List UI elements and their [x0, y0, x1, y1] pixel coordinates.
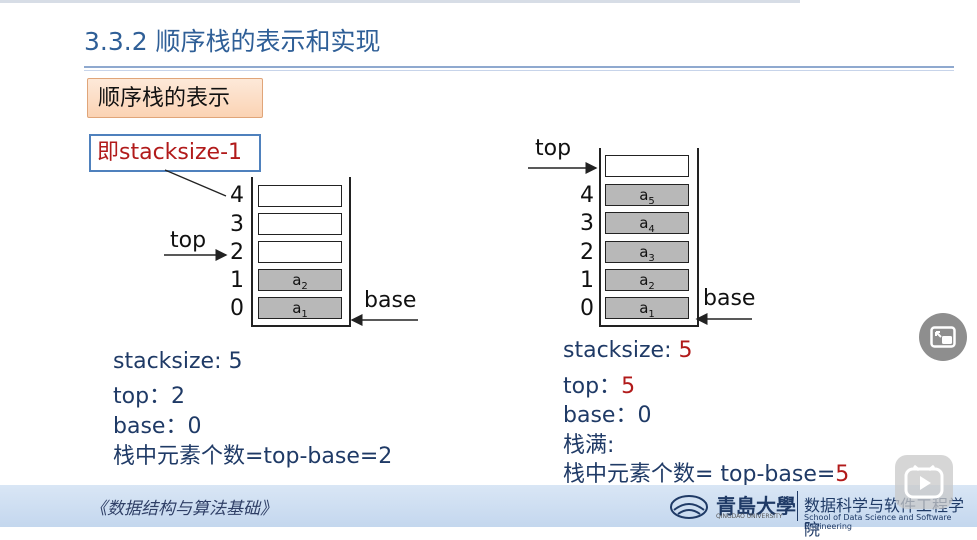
right-index-1: 1 [580, 268, 594, 293]
course-name: 《数据结构与算法基础》 [90, 499, 277, 519]
left-cell-1: a2 [258, 269, 342, 292]
left-cell-3 [258, 213, 342, 235]
left-top-text: top：2 [113, 384, 186, 409]
right-cell-5 [605, 155, 689, 177]
play-icon [904, 465, 944, 499]
left-stack-frame [251, 177, 351, 327]
left-index-1: 1 [230, 268, 244, 293]
section-tag: 顺序栈的表示 [87, 78, 263, 118]
right-stacksize-text: stacksize: 5 [563, 338, 693, 363]
right-cell-3: a4 [605, 212, 689, 235]
right-top-label: top [535, 136, 572, 161]
right-cell-4: a5 [605, 184, 689, 207]
university-emblem-icon [670, 495, 708, 519]
right-index-3: 3 [580, 211, 594, 236]
left-index-0: 0 [230, 296, 244, 321]
picture-in-picture-icon [930, 326, 956, 348]
left-base-text: base：0 [113, 414, 202, 439]
right-cell-1: a2 [605, 269, 689, 292]
right-stack-frame [599, 148, 699, 327]
play-button[interactable] [895, 455, 953, 509]
left-cell-2 [258, 241, 342, 263]
left-top-label: top [170, 228, 207, 253]
right-count-text: 栈中元素个数= top-base=5 [563, 462, 850, 487]
title-divider-thin [84, 70, 954, 71]
footer-bar [0, 485, 977, 527]
slide-title: 3.3.2 顺序栈的表示和实现 [84, 27, 381, 56]
right-cell-2: a3 [605, 241, 689, 264]
top-line [0, 0, 800, 3]
right-base-label: base [703, 286, 756, 311]
left-index-2: 2 [230, 240, 244, 265]
left-cell-0: a1 [258, 297, 342, 320]
right-base-text: base：0 [563, 403, 652, 428]
right-cell-0: a1 [605, 297, 689, 320]
picture-in-picture-button[interactable] [919, 313, 967, 361]
left-index-3: 3 [230, 212, 244, 237]
title-divider [84, 66, 954, 68]
right-top-text: top：5 [563, 374, 636, 399]
left-count-text: 栈中元素个数=top-base=2 [113, 444, 393, 469]
university-name: 青島大學 [716, 494, 796, 518]
school-name-en: School of Data Science and Software Engi… [804, 513, 952, 531]
right-index-0: 0 [580, 296, 594, 321]
right-index-4: 4 [580, 183, 594, 208]
stacksize-callout: 即stacksize-1 [89, 134, 261, 172]
right-index-2: 2 [580, 240, 594, 265]
right-full-text: 栈满: [563, 433, 615, 458]
footer-divider [797, 491, 798, 521]
left-base-label: base [364, 288, 417, 313]
left-cell-4 [258, 185, 342, 207]
university-name-en: QINGDAO UNIVERSITY [716, 513, 783, 520]
callout-pointer [164, 169, 227, 197]
left-index-4: 4 [230, 183, 244, 208]
left-stacksize-text: stacksize: 5 [113, 349, 243, 374]
